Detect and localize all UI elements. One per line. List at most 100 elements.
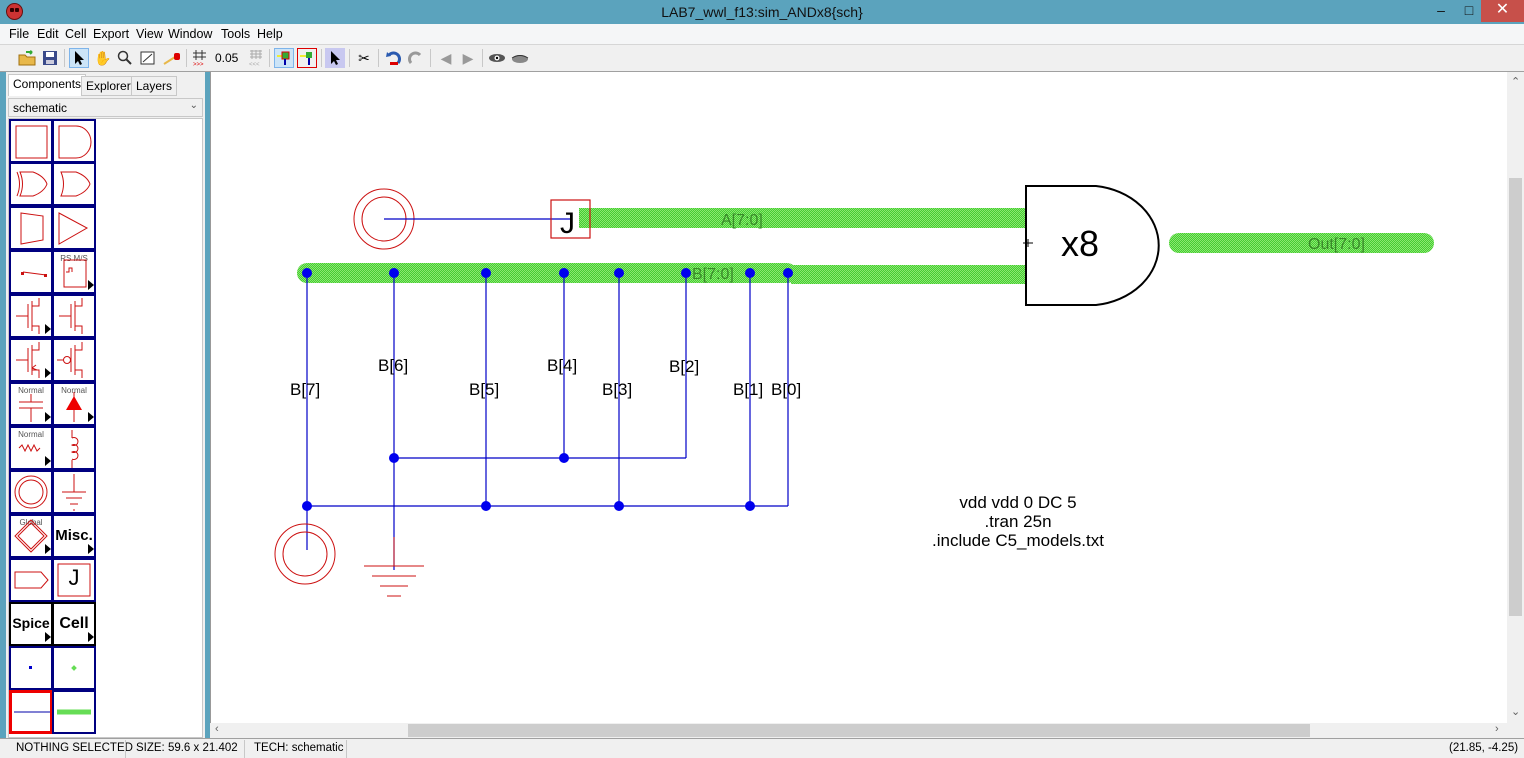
palette-nmos-icon[interactable] <box>9 294 53 338</box>
horizontal-scroll-thumb[interactable] <box>408 724 1310 737</box>
cut-tool-icon[interactable]: ✂ <box>358 49 370 66</box>
technology-select-value: schematic <box>13 101 68 115</box>
b-wires <box>306 273 789 570</box>
palette-and-gate-icon[interactable] <box>52 119 96 163</box>
palette-source-icon[interactable] <box>9 470 53 514</box>
save-icon[interactable] <box>40 48 60 68</box>
palette-diode-icon[interactable]: Normal <box>52 382 96 426</box>
palette-wire-pin-icon[interactable] <box>9 646 53 690</box>
palette-export-icon[interactable] <box>9 558 53 602</box>
outline-edit-icon[interactable] <box>138 48 158 68</box>
palette-box-icon[interactable] <box>9 119 53 163</box>
scroll-left-icon[interactable]: ‹ <box>215 723 219 735</box>
menu-help[interactable]: Help <box>257 27 283 41</box>
close-button[interactable]: ✕ <box>1481 0 1524 22</box>
palette-resistor-icon[interactable]: Normal <box>9 426 53 470</box>
minimize-button[interactable]: – <box>1437 2 1445 18</box>
palette-pmos-icon[interactable] <box>52 294 96 338</box>
menu-edit[interactable]: Edit <box>37 27 59 41</box>
palette-buffer-icon[interactable] <box>52 206 96 250</box>
menu-file[interactable]: File <box>9 27 30 41</box>
editing-window: A[7:0] B[7:0] Out[7:0] J x8 <box>210 72 1524 738</box>
offpage-label: J <box>560 207 575 240</box>
horizontal-scrollbar[interactable]: ‹ › <box>210 723 1507 738</box>
palette-global-icon[interactable]: Global <box>9 514 53 558</box>
menu-export[interactable]: Export <box>93 27 130 41</box>
palette-wire-icon[interactable] <box>9 690 53 734</box>
tab-layers[interactable]: Layers <box>131 76 178 96</box>
palette-or-gate-icon[interactable] <box>52 162 96 206</box>
size-status: SIZE: 59.6 x 21.402 <box>136 742 238 754</box>
palette-switch-icon[interactable] <box>9 250 53 294</box>
expand-arrow-icon <box>45 412 51 422</box>
palette-inductor-icon[interactable] <box>52 426 96 470</box>
tab-explorer[interactable]: Explorer <box>81 76 136 96</box>
measure-icon[interactable] <box>162 48 182 68</box>
and-gate-x8[interactable] <box>1025 185 1160 306</box>
scroll-up-icon[interactable]: ⌃ <box>1511 76 1521 88</box>
grid-align-icon[interactable]: >>> <box>190 48 210 68</box>
ground-symbol[interactable] <box>364 537 424 597</box>
zoom-icon[interactable] <box>115 48 135 68</box>
open-library-icon[interactable] <box>17 48 37 68</box>
svg-text:<<<: <<< <box>249 62 260 67</box>
spice-line-2[interactable]: .tran 25n <box>984 512 1051 531</box>
offpage-connector[interactable] <box>550 199 591 239</box>
scroll-right-icon[interactable]: › <box>1495 723 1499 735</box>
area-select-icon[interactable] <box>297 48 317 68</box>
spice-line-3[interactable]: .include C5_models.txt <box>932 531 1104 550</box>
bus-out-wire[interactable] <box>1169 233 1434 253</box>
bus-b-wire[interactable] <box>297 263 797 283</box>
vertical-scrollbar[interactable]: ⌃ ⌄ <box>1507 72 1524 723</box>
maximize-button[interactable]: □ <box>1464 2 1474 18</box>
palette-cell-icon[interactable]: Cell <box>52 602 96 646</box>
spice-line-1[interactable]: vdd vdd 0 DC 5 <box>959 493 1076 512</box>
palette-capacitor-icon[interactable]: Normal <box>9 382 53 426</box>
wire-label-b4: B[4] <box>547 356 577 375</box>
scroll-down-icon[interactable]: ⌄ <box>1511 706 1521 718</box>
palette-bus-icon[interactable] <box>52 690 96 734</box>
voltage-source-b[interactable] <box>274 523 336 585</box>
full-select-icon[interactable] <box>274 48 294 68</box>
menu-bar: File Edit Cell Export View Window Tools … <box>0 24 1524 45</box>
palette-flipflop-icon[interactable]: RS M/S <box>52 250 96 294</box>
palette-spice-icon[interactable]: Spice <box>9 602 53 646</box>
grid-value[interactable]: 0.05 <box>215 51 239 65</box>
palette-nmos4-icon[interactable] <box>9 338 53 382</box>
palette-bus-pin-icon[interactable] <box>52 646 96 690</box>
select-arrow-icon[interactable] <box>69 48 89 68</box>
expand-arrow-icon <box>45 324 51 334</box>
window-title: LAB7_wwl_f13:sim_ANDx8{sch} <box>661 4 863 20</box>
undo-icon[interactable] <box>383 48 403 68</box>
technology-select[interactable]: schematic ⌄ <box>8 98 203 117</box>
schematic-canvas[interactable]: A[7:0] B[7:0] Out[7:0] J x8 <box>210 72 1507 723</box>
component-palette: RS M/S Normal Normal <box>8 118 203 738</box>
pan-hand-icon[interactable]: ✋ <box>94 49 112 66</box>
back-icon[interactable]: ◀ <box>440 49 452 66</box>
palette-pmos4-icon[interactable] <box>52 338 96 382</box>
menu-window[interactable]: Window <box>168 27 213 41</box>
expand-arrow-icon <box>88 544 94 554</box>
tab-components[interactable]: Components <box>8 74 87 96</box>
chevron-down-icon: ⌄ <box>189 100 198 111</box>
palette-misc-icon[interactable]: Misc. <box>52 514 96 558</box>
palette-offpage-icon[interactable]: J <box>52 558 96 602</box>
forward-icon[interactable]: ▶ <box>462 49 474 66</box>
redo-icon[interactable] <box>406 48 426 68</box>
expand-arrow-icon <box>88 412 94 422</box>
vertical-scroll-thumb[interactable] <box>1509 178 1522 616</box>
palette-ground-icon[interactable] <box>52 470 96 514</box>
palette-buffer-box-icon[interactable] <box>9 206 53 250</box>
menu-view[interactable]: View <box>136 27 163 41</box>
menu-tools[interactable]: Tools <box>221 27 251 41</box>
menu-cell[interactable]: Cell <box>65 27 87 41</box>
special-select-icon[interactable] <box>325 48 345 68</box>
palette-xor-gate-icon[interactable] <box>9 162 53 206</box>
bus-b-wire-extension[interactable] <box>791 265 1025 284</box>
hide-icon[interactable] <box>510 48 530 68</box>
show-icon[interactable] <box>487 48 507 68</box>
grid-toggle-icon[interactable]: <<< <box>246 48 266 68</box>
bus-a-wire[interactable] <box>579 208 1025 228</box>
expand-arrow-icon <box>88 280 94 290</box>
selection-status: NOTHING SELECTED <box>16 742 133 754</box>
